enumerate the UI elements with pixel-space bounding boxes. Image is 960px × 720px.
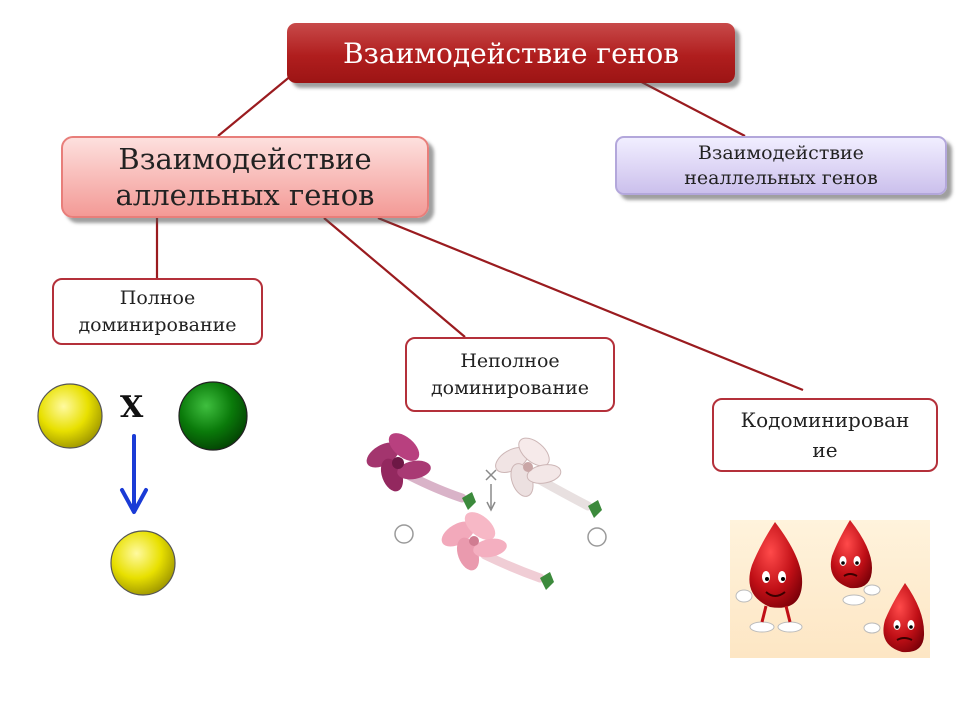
node-codominance: Кодоминирован ие <box>712 398 938 472</box>
connector-root-allelic <box>217 69 299 137</box>
node-nonallelic-interaction: Взаимодействие неаллельных генов <box>615 136 947 195</box>
node-complete-dominance: Полное доминирование <box>52 278 263 345</box>
connector-allelic-codom <box>377 216 804 392</box>
connector-allelic-incomplete <box>323 217 466 338</box>
connector-root-nonallelic <box>629 75 746 137</box>
root-node-gene-interaction: Взаимодействие генов <box>287 23 735 83</box>
node-allelic-interaction: Взаимодействие аллельных генов <box>61 136 429 218</box>
cross-symbol: X <box>120 390 144 425</box>
node-incomplete-dominance: Неполное доминирование <box>405 337 615 412</box>
